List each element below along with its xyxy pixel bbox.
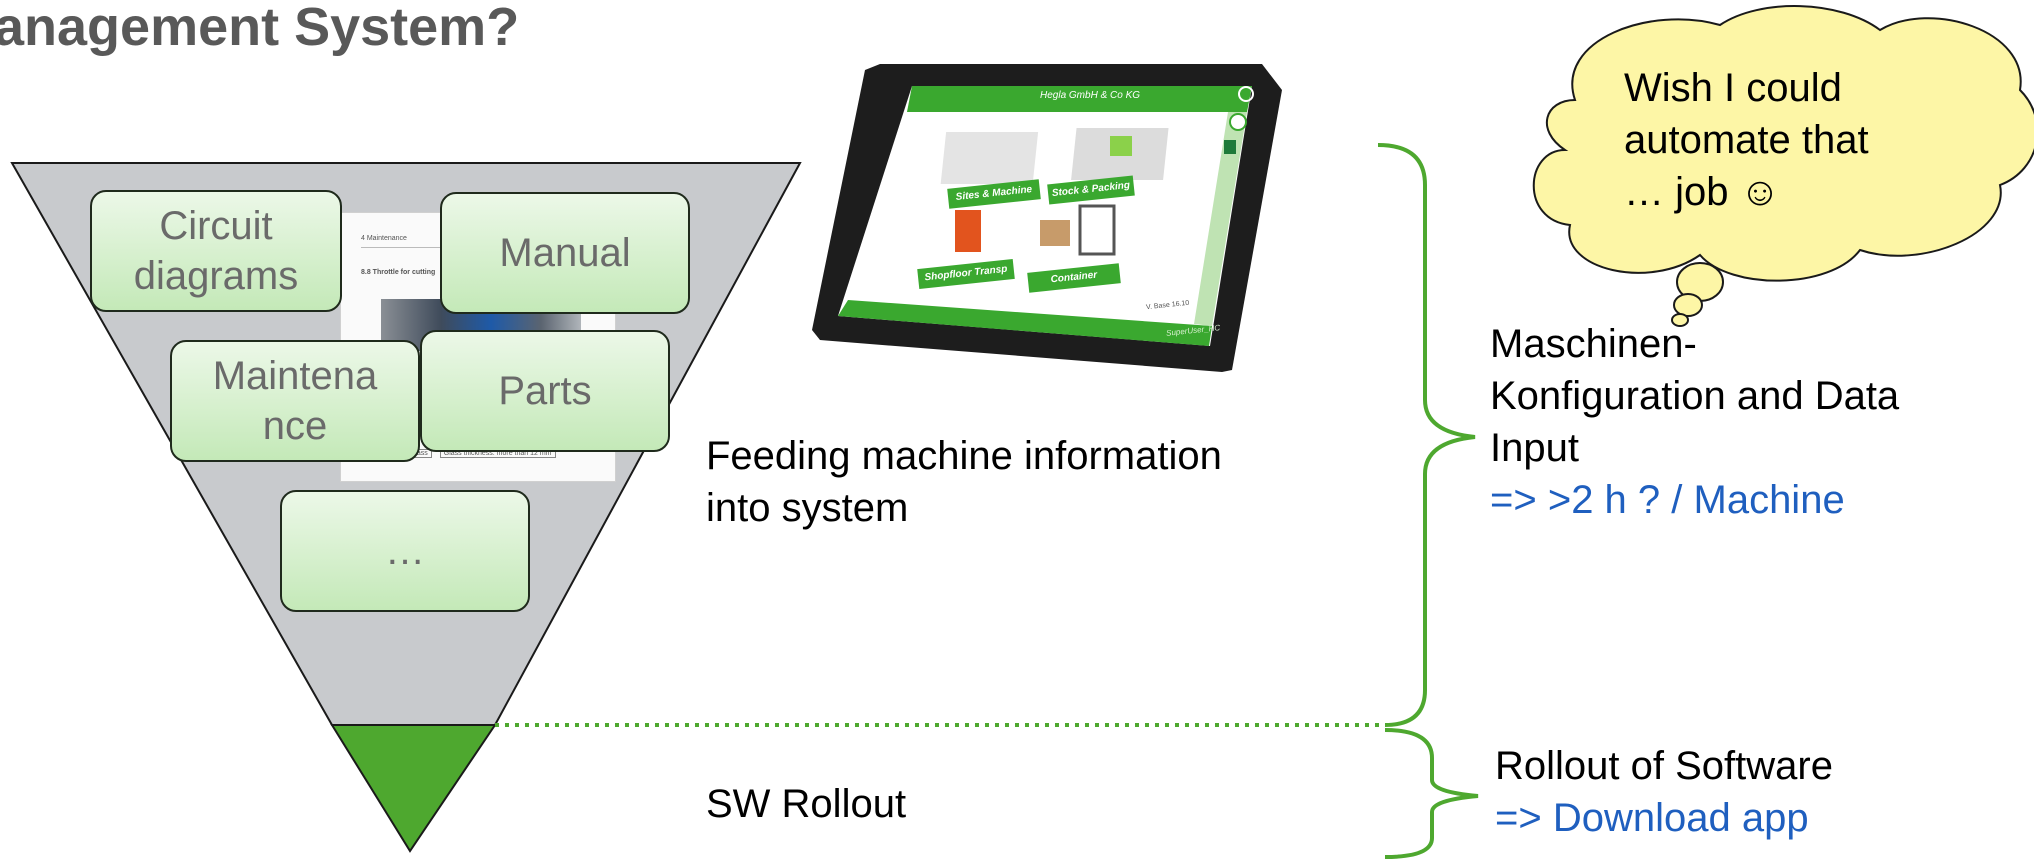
cloud-text: Wish I could automate that … job ☺ [1624, 62, 1869, 218]
box-label: Maintena [212, 354, 378, 398]
rollout-label: Rollout of Software [1495, 744, 1833, 788]
box-label: Circuit [159, 204, 273, 248]
box-circuit-diagrams: Circuit diagrams [90, 190, 342, 312]
box-label: diagrams [133, 254, 299, 298]
document-header: 4 Maintenance [361, 235, 407, 242]
cloud-line2: automate that [1624, 118, 1869, 162]
box-more: … [280, 490, 530, 612]
thought-cloud [1532, 5, 2034, 327]
sw-rollout-label: SW Rollout [706, 782, 907, 826]
funnel-tip [330, 724, 497, 853]
config-line3: Input [1490, 426, 1579, 470]
cloud-line1: Wish I could [1624, 66, 1842, 110]
box-label: … [385, 529, 425, 573]
cloud-line3: … job ☺ [1624, 170, 1781, 214]
box-manual: Manual [440, 192, 690, 314]
document-section: 8.8 Throttle for cutting [361, 269, 436, 276]
box-label: Manual [499, 231, 631, 275]
bracket-config [1377, 143, 1476, 727]
box-label: nce [262, 404, 328, 448]
config-effort: => >2 h ? / Machine [1490, 478, 1845, 522]
box-maintenance: Maintena nce [170, 340, 420, 462]
box-parts: Parts [420, 330, 670, 452]
tablet-title: Hegla GmbH & Co KG [1040, 90, 1141, 101]
box-label: Parts [498, 369, 592, 413]
feeding-label-line2: into system [706, 486, 909, 530]
slide-title: anagement System? [0, 0, 520, 57]
config-line1: Maschinen- [1490, 322, 1697, 366]
feeding-label-line1: Feeding machine information [706, 434, 1222, 478]
config-line2: Konfiguration and Data [1490, 374, 1900, 418]
rollout-effort: => Download app [1495, 796, 1809, 840]
bracket-rollout [1384, 728, 1479, 859]
